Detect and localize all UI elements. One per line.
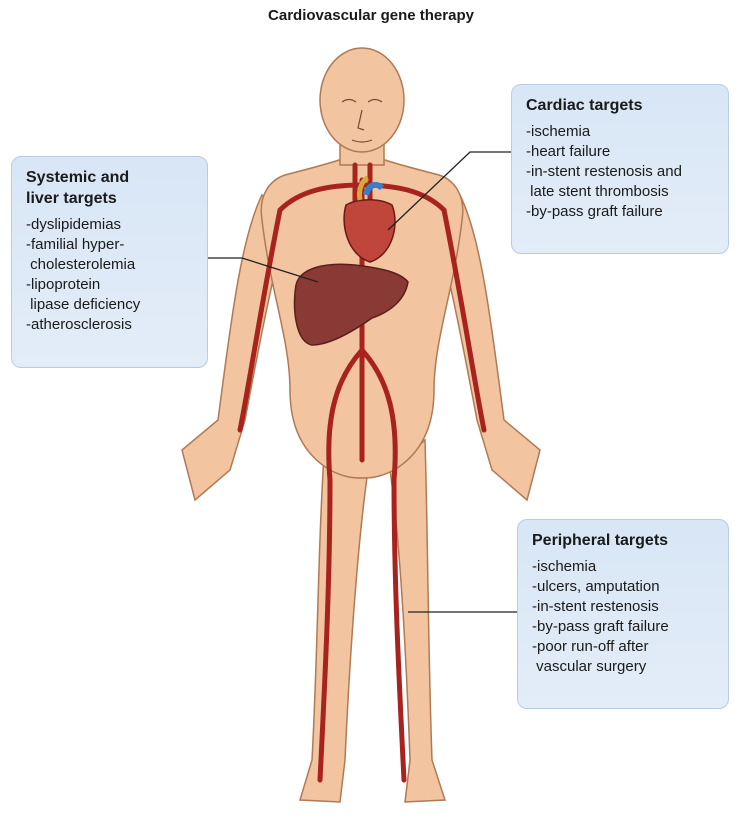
cardiac-target-list: -ischemia -heart failure -in-stent reste… <box>526 122 714 222</box>
systemic-heading-line1: Systemic and <box>26 169 129 186</box>
peripheral-target-list: -ischemia -ulcers, amputation -in-stent … <box>532 557 714 677</box>
list-item: late stent thrombosis <box>526 182 714 202</box>
list-item: -dyslipidemias <box>26 215 193 235</box>
systemic-heading: Systemic and liver targets <box>26 167 193 209</box>
list-item: -in-stent restenosis and <box>526 162 714 182</box>
list-item: vascular surgery <box>532 657 714 677</box>
list-item: -poor run-off after <box>532 637 714 657</box>
peripheral-heading: Peripheral targets <box>532 530 714 551</box>
list-item: -by-pass graft failure <box>526 202 714 222</box>
systemic-target-list: -dyslipidemias -familial hyper- choleste… <box>26 215 193 335</box>
list-item: -atherosclerosis <box>26 315 193 335</box>
systemic-heading-line2: liver targets <box>26 190 117 207</box>
list-item: -familial hyper- <box>26 235 193 255</box>
list-item: -ischemia <box>532 557 714 577</box>
list-item: -ischemia <box>526 122 714 142</box>
list-item: -lipoprotein <box>26 275 193 295</box>
diagram-title: Cardiovascular gene therapy <box>0 7 742 24</box>
list-item: cholesterolemia <box>26 255 193 275</box>
list-item: lipase deficiency <box>26 295 193 315</box>
cardiac-targets-box: Cardiac targets -ischemia -heart failure… <box>511 84 729 254</box>
systemic-liver-targets-box: Systemic and liver targets -dyslipidemia… <box>11 156 208 368</box>
cardiac-heading: Cardiac targets <box>526 95 714 116</box>
list-item: -ulcers, amputation <box>532 577 714 597</box>
peripheral-targets-box: Peripheral targets -ischemia -ulcers, am… <box>517 519 729 709</box>
list-item: -heart failure <box>526 142 714 162</box>
list-item: -in-stent restenosis <box>532 597 714 617</box>
list-item: -by-pass graft failure <box>532 617 714 637</box>
